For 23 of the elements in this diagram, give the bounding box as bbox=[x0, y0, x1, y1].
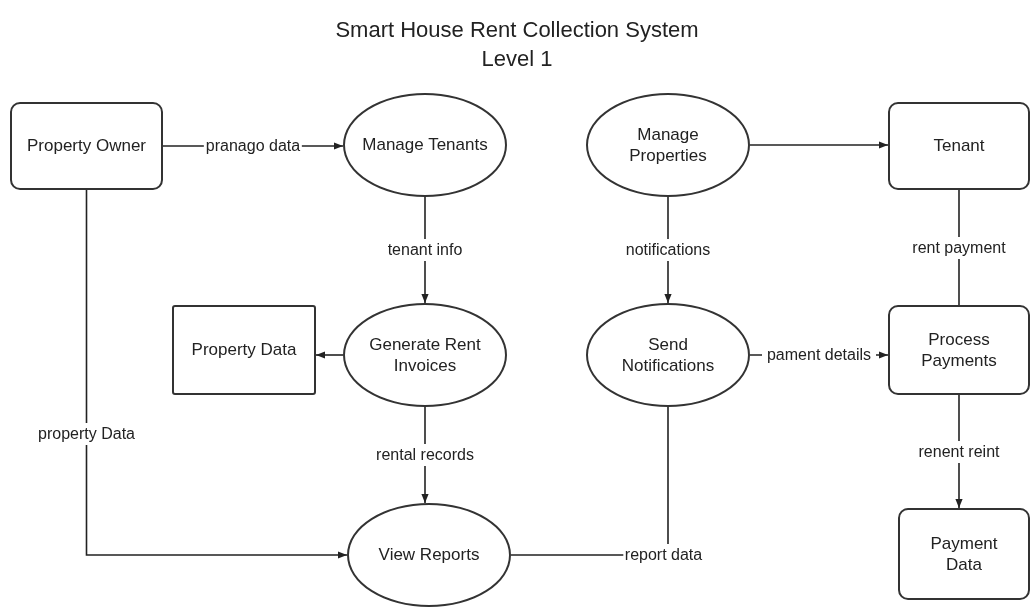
edge-label: renent reint bbox=[916, 440, 1002, 463]
data-store-box bbox=[172, 305, 316, 395]
diagram-title: Smart House Rent Collection System Level 1 bbox=[334, 16, 700, 73]
node-text: Send Notifications bbox=[620, 333, 716, 377]
arrow bbox=[85, 189, 348, 559]
node-text: Generate Rent Invoices bbox=[368, 333, 482, 377]
edge-label: tenant info bbox=[385, 239, 465, 261]
process-box bbox=[898, 508, 1030, 600]
arrow bbox=[749, 141, 889, 149]
edge-label: rent payment bbox=[910, 236, 1008, 259]
node-text: Process Payments bbox=[920, 328, 998, 372]
node-text: View Reports bbox=[377, 544, 481, 566]
node-text: Manage Tenants bbox=[361, 134, 489, 156]
process-box bbox=[888, 102, 1030, 190]
process-box bbox=[888, 305, 1030, 395]
node-text: Tenant bbox=[932, 135, 986, 157]
process-box bbox=[10, 102, 163, 190]
node-text: Payment Data bbox=[929, 532, 999, 576]
arrow bbox=[315, 351, 344, 359]
node-text: Manage Properties bbox=[628, 123, 708, 167]
node-text: Property Data bbox=[190, 339, 298, 361]
edge-label: report data bbox=[622, 544, 705, 566]
node-text: Property Owner bbox=[25, 135, 147, 157]
